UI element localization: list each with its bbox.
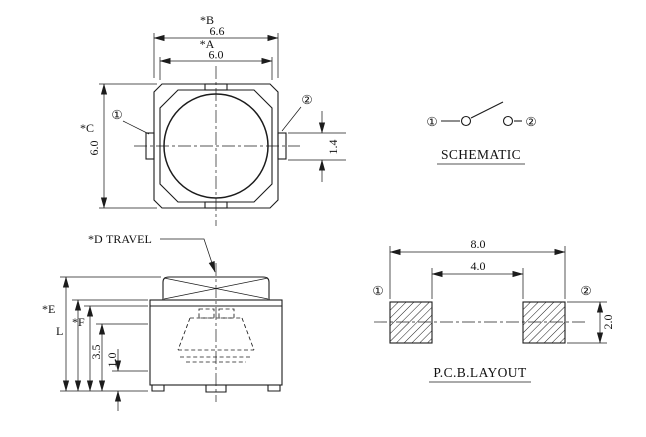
dim-terminal-height: 1.4: [288, 111, 346, 182]
dim-gap-value: 4.0: [471, 259, 486, 273]
dim-e-label: *E: [42, 302, 55, 316]
dim-f: *F: [72, 305, 148, 392]
schematic-view: ① ② SCHEMATIC: [426, 101, 537, 165]
dim-e: *E: [42, 276, 161, 392]
pad-right: [522, 301, 566, 344]
right-terminal: [277, 132, 287, 160]
hidden-internal-lines: [177, 308, 255, 363]
center-post: [205, 385, 227, 393]
dim-pad-value: 2.0: [601, 315, 615, 330]
dim-3-5: 3.5: [89, 323, 148, 392]
body-outer-outline: [153, 83, 279, 209]
pin1-callout: ①: [111, 107, 150, 135]
dim-a: *A 6.0: [159, 37, 273, 80]
contact-left: [460, 115, 472, 127]
dim-span-value: 8.0: [471, 237, 486, 251]
leader-line: [122, 120, 150, 135]
dim-l: L: [56, 299, 148, 392]
cap-cross-line: [163, 277, 269, 300]
dim-span: 8.0: [389, 237, 566, 299]
dim-terminal-value: 1.4: [326, 140, 340, 155]
side-view: *D TRAVEL *E L *F 3.5: [42, 232, 283, 411]
dim-pad-height: 2.0: [567, 301, 615, 344]
leader-line: [281, 106, 302, 132]
dim-c-value: 6.0: [87, 141, 101, 156]
dim-b-value: 6.6: [210, 24, 225, 38]
dim-3-5-value: 3.5: [89, 345, 103, 360]
pin2-label: ②: [301, 92, 312, 107]
pcb-pin1: ①: [372, 283, 383, 298]
top-tab: [204, 83, 228, 91]
hidden-detail: [218, 308, 235, 319]
dim-gap: 4.0: [431, 259, 524, 299]
dim-f-label: *F: [72, 315, 85, 329]
body-inner-outline: [159, 89, 273, 203]
travel-leader: [160, 238, 216, 273]
bottom-tab: [204, 201, 228, 209]
dim-a-label: *A: [200, 37, 215, 51]
travel-callout: *D TRAVEL: [88, 232, 216, 273]
switch-lever: [470, 101, 504, 119]
pcb-layout: 8.0 4.0 2.0 ① ② P.C.B.LAYOUT: [372, 237, 615, 383]
hidden-dome-left: [177, 317, 191, 351]
button-circle: [163, 93, 269, 199]
schematic-title: SCHEMATIC: [441, 147, 521, 162]
dim-a-value: 6.0: [209, 48, 224, 62]
pcb-pin2: ②: [580, 283, 591, 298]
top-view: *B 6.6 *A 6.0 *C 6.0 1.4 ①: [80, 13, 346, 226]
pad-left: [389, 301, 433, 344]
pin2-callout: ②: [281, 92, 313, 132]
pin1-label: ①: [111, 107, 122, 122]
schematic-pin2: ②: [525, 114, 536, 129]
dim-b-label: *B: [200, 13, 214, 27]
dim-1-0-value: 1.0: [105, 353, 119, 368]
travel-label: TRAVEL: [106, 232, 152, 246]
travel-prefix: *D: [88, 232, 103, 246]
dim-1-0: 1.0: [105, 349, 148, 411]
dim-c-label: *C: [80, 121, 94, 135]
left-foot: [151, 385, 165, 392]
dim-b: *B 6.6: [153, 13, 279, 78]
dim-l-label: L: [56, 324, 63, 338]
switch-housing: [149, 299, 283, 393]
schematic-pin1: ①: [426, 114, 437, 129]
dim-c: *C 6.0: [80, 83, 157, 209]
hidden-detail: [198, 308, 215, 319]
switch-body-top: [145, 83, 287, 209]
cap-outline: [162, 276, 270, 300]
button-cap: [162, 276, 270, 300]
left-terminal: [145, 132, 155, 160]
hidden-dome-right: [241, 317, 255, 351]
housing-body: [149, 299, 283, 386]
right-foot: [267, 385, 281, 392]
pcb-title: P.C.B.LAYOUT: [433, 365, 527, 380]
contact-right: [502, 115, 514, 127]
